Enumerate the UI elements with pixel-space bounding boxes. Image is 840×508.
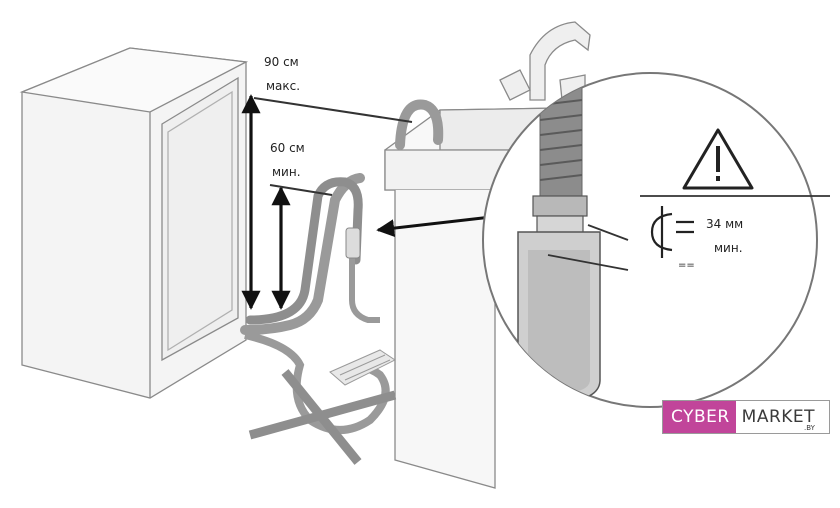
equals-mark: == <box>678 260 695 271</box>
gap-suffix: мин. <box>714 241 743 255</box>
zoom-pointer-arrow <box>376 214 501 238</box>
clearance-symbol-icon <box>650 206 694 258</box>
cross-mark-icon <box>248 369 397 465</box>
logo-domain: .BY <box>804 424 815 432</box>
standpipe <box>349 250 380 323</box>
hose-max-loop <box>240 173 365 335</box>
faucet <box>499 21 591 101</box>
hose-upper-loop <box>395 99 444 150</box>
min-height-value: 60 см <box>270 141 305 155</box>
washing-machine <box>19 47 249 399</box>
max-height-suffix: макс. <box>266 79 300 93</box>
max-height-value: 90 см <box>264 55 299 69</box>
standpipe-detail <box>517 231 601 407</box>
cybermarket-logo: CYBER MARKET <box>662 400 830 434</box>
warning-triangle-icon <box>682 128 754 190</box>
min-leader-line <box>269 184 333 196</box>
hose-min-loop <box>245 177 363 325</box>
gap-value: 34 мм <box>706 217 743 231</box>
floor-drain <box>329 349 396 386</box>
hose-clamp <box>345 227 361 259</box>
max-leader-line <box>253 97 413 123</box>
logo-part-cyber: CYBER <box>663 401 736 433</box>
logo-part-market: MARKET <box>741 407 816 427</box>
min-height-suffix: мин. <box>272 165 301 179</box>
